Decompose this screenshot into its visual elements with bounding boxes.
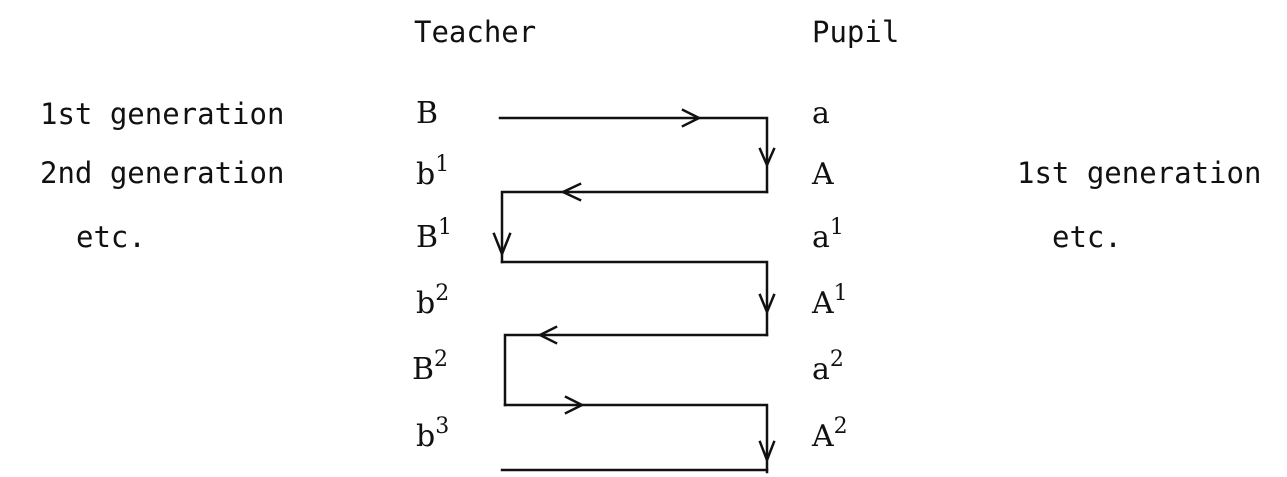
connector-line [503, 403, 769, 474]
arrow-right [564, 395, 585, 415]
arrow-down [492, 232, 512, 258]
pupil-symbol: a [812, 96, 830, 131]
arrow-down [758, 147, 776, 169]
teacher-symbol: B2 [412, 347, 449, 387]
left-label-etc: etc. [76, 220, 146, 254]
arrow-right [681, 108, 702, 128]
connector-line [500, 260, 769, 337]
pupil-symbol: A1 [812, 281, 848, 321]
pupil-header: Pupil [812, 15, 900, 49]
arrow-left [537, 325, 558, 345]
left-label-first-generation: 1st generation [40, 97, 285, 131]
connector-line [500, 190, 769, 264]
pupil-symbol: A2 [812, 414, 848, 454]
left-label-second-generation: 2nd generation [40, 156, 285, 190]
teacher-header: Teacher [414, 15, 537, 49]
teacher-symbol: B1 [416, 215, 453, 255]
arrow-left [560, 182, 582, 202]
arrow-down [758, 440, 776, 464]
teacher-symbol: b2 [416, 281, 450, 321]
pupil-symbol: a2 [812, 347, 844, 387]
teacher-symbol: b1 [416, 152, 450, 192]
connector-line [503, 333, 769, 407]
arrow-down [758, 293, 776, 316]
right-label-etc: etc. [1052, 220, 1122, 254]
pupil-symbol: A [812, 157, 834, 192]
connector-line [498, 116, 769, 194]
pupil-symbol: a1 [812, 215, 844, 255]
teacher-symbol: B [416, 96, 439, 131]
right-label-first-generation: 1st generation [1017, 156, 1262, 190]
teacher-symbol: b3 [416, 414, 450, 454]
